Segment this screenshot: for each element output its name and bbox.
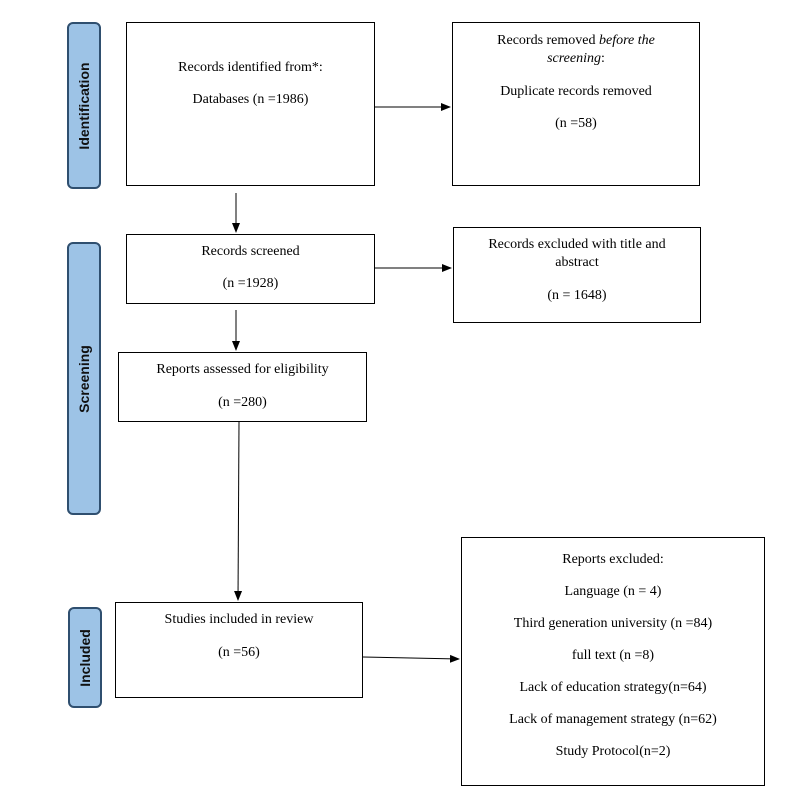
reports-assessed-label: Reports assessed for eligibility [156,362,329,377]
reports-excluded-box: Reports excluded: Language (n = 4) Third… [461,537,765,786]
records-identified-label: Records identified from*: [178,60,323,75]
records-removed-italic: before the [599,33,655,48]
records-excluded-count: (n = 1648) [547,288,607,303]
records-excluded-label: Records excluded with title and [488,237,666,252]
arrow-assessed-to-included [234,421,243,601]
records-removed-heading: Records removed before the [453,32,699,49]
studies-included-box: Studies included in review (n =56) [115,602,363,698]
screening-colon: : [601,51,605,66]
exclusion-reason: Study Protocol(n=2) [555,744,671,759]
records-screened-label: Records screened [201,244,300,259]
reports-assessed-box: Reports assessed for eligibility (n =280… [118,352,367,422]
screening-italic: screening [547,51,602,66]
records-excluded-label-2: abstract [555,255,599,270]
records-excluded-box: Records excluded with title and abstract… [453,227,701,323]
phase-screening: Screening [67,242,101,515]
exclusion-reason: Language (n = 4) [564,584,662,599]
records-removed-heading-2: screening: [453,50,699,67]
duplicate-records-count: (n =58) [555,116,597,131]
records-removed-box: Records removed before the screening: Du… [452,22,700,186]
duplicate-records-label: Duplicate records removed [500,84,652,99]
records-removed-text: Records removed [497,33,599,48]
phase-included: Included [68,607,102,708]
exclusion-reason: Third generation university (n =84) [513,616,713,631]
records-screened-box: Records screened (n =1928) [126,234,375,304]
studies-included-label: Studies included in review [164,612,314,627]
studies-included-count: (n =56) [218,645,260,660]
reports-assessed-count: (n =280) [218,395,267,410]
exclusion-reason: Lack of education strategy(n=64) [519,680,707,695]
exclusion-reason: full text (n =8) [571,648,655,663]
phase-identification: Identification [67,22,101,189]
records-screened-count: (n =1928) [222,276,279,291]
arrow-included-to-reports-excluded [362,654,460,663]
databases-count: Databases (n =1986) [192,92,309,107]
reports-excluded-title: Reports excluded: [562,552,664,567]
exclusion-reason: Lack of management strategy (n=62) [509,712,717,727]
records-identified-box: Records identified from*: Databases (n =… [126,22,375,186]
